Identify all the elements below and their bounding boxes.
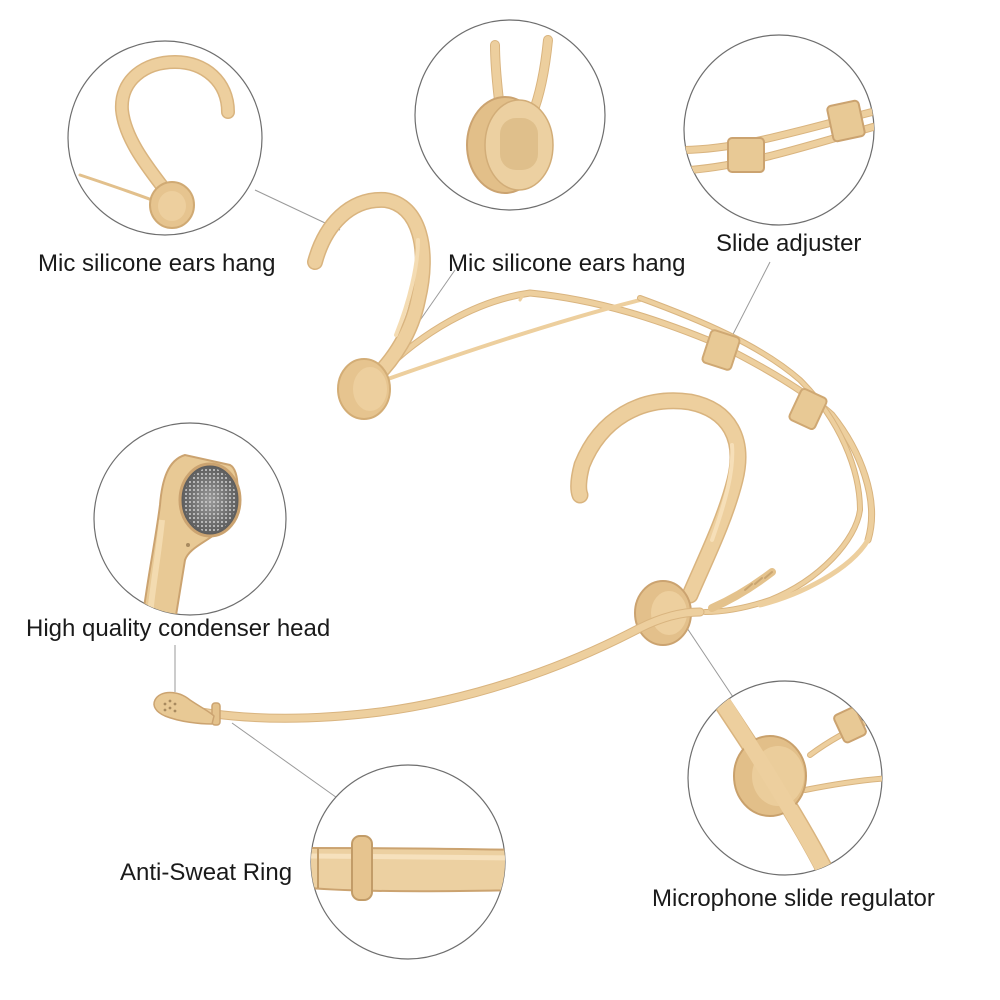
detail-circle-slide-adjuster (683, 34, 875, 226)
label-slide-adjuster: Slide adjuster (716, 230, 862, 257)
label-anti-sweat-ring: Anti-Sweat Ring (120, 859, 293, 886)
label-condenser-head: High quality condenser head (26, 615, 331, 642)
label-ears-hang-center: Mic silicone ears hang (448, 250, 686, 277)
label-ears-hang-left: Mic silicone ears hang (38, 250, 276, 277)
detail-circle-ear-disc (414, 19, 606, 211)
label-slide-regulator: Microphone slide regulator (652, 885, 935, 912)
detail-circle-slide-regulator (687, 680, 883, 876)
main-headset (153, 191, 875, 726)
detail-circle-ear-hook-left (67, 40, 263, 236)
detail-circle-condenser-head (93, 422, 287, 616)
detail-circle-anti-sweat-ring (310, 764, 506, 960)
